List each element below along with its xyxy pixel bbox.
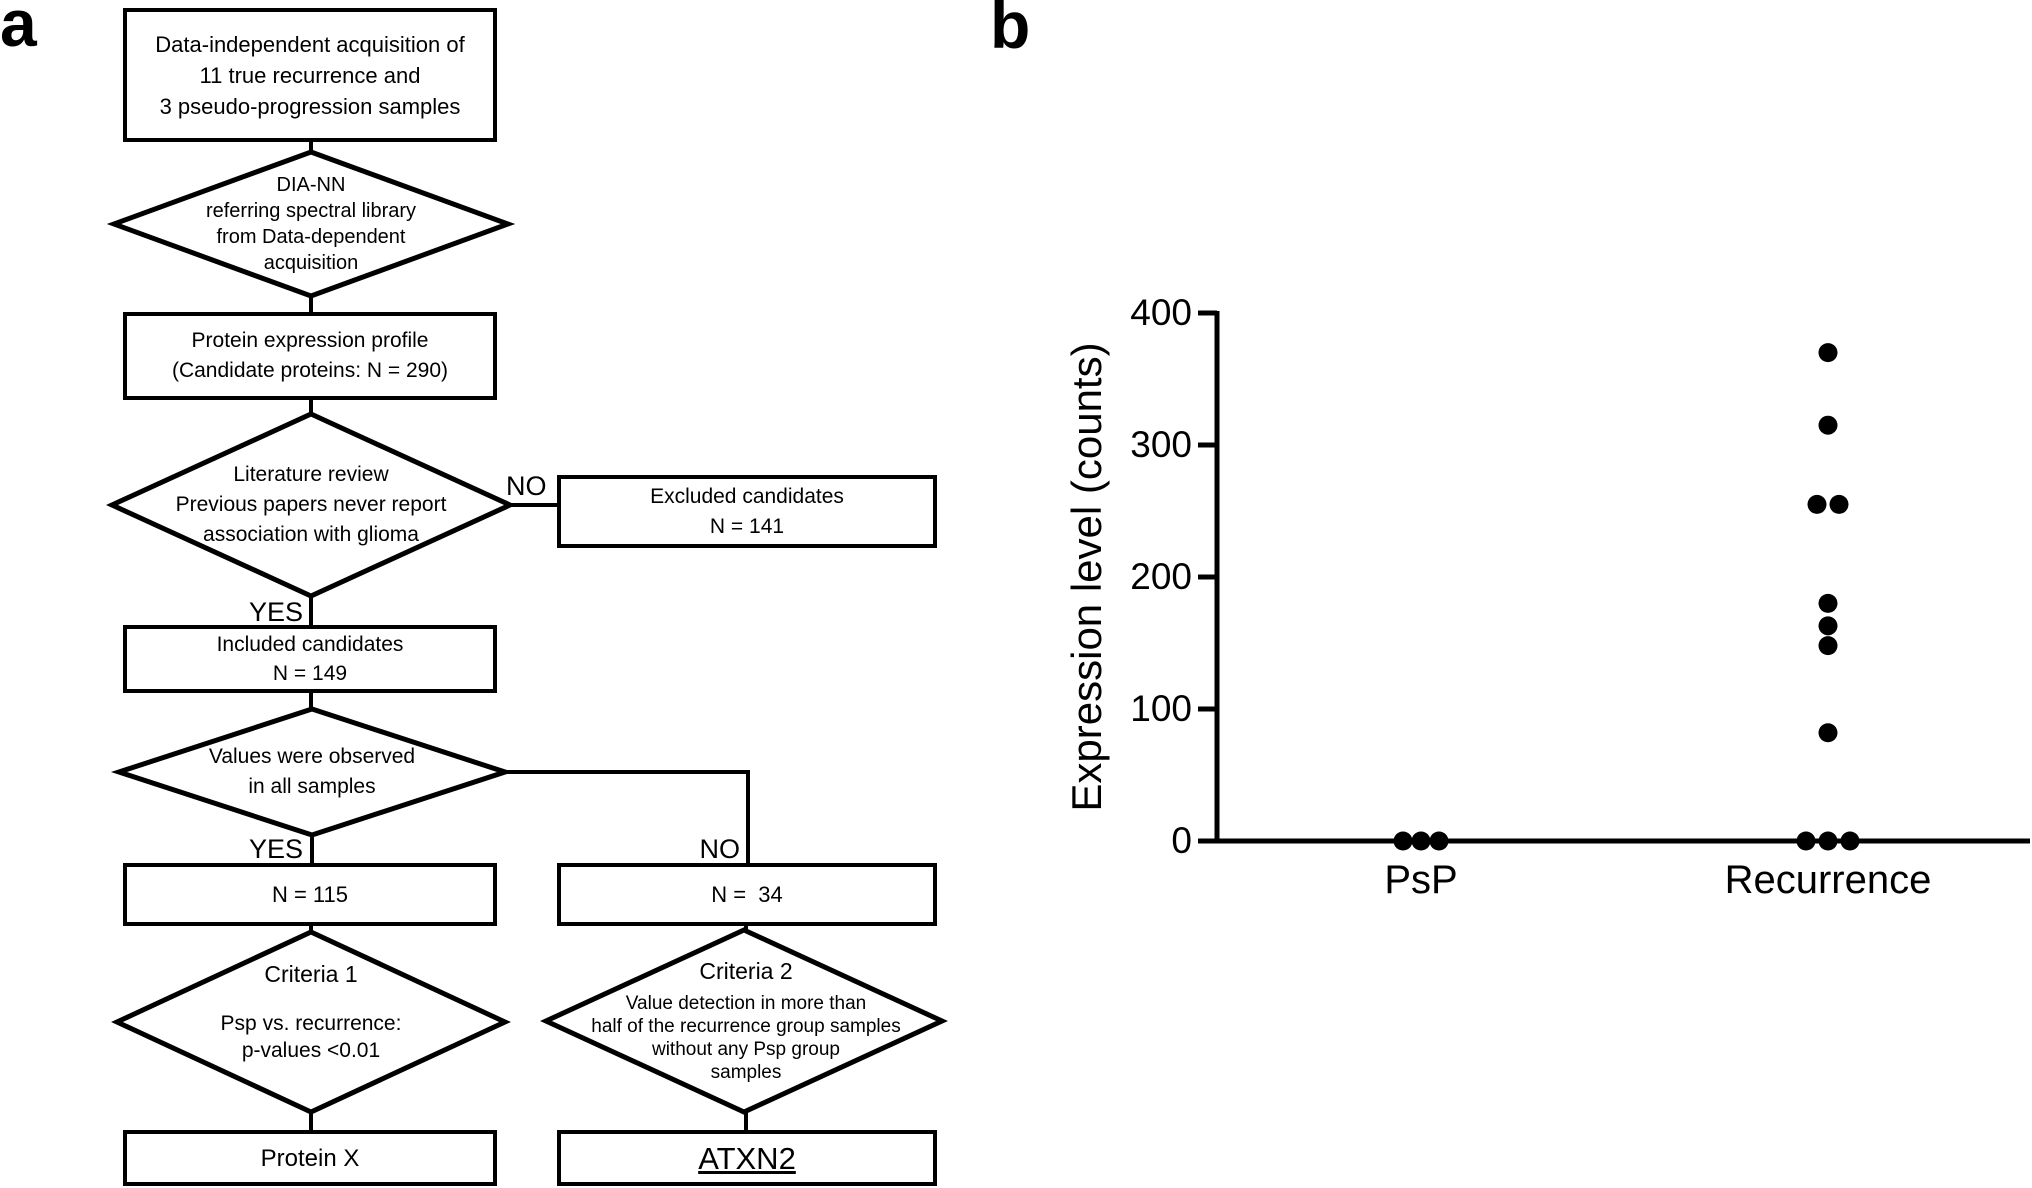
- data-point: [1818, 636, 1838, 656]
- flow-box-included: Included candidates N = 149: [123, 625, 497, 693]
- branch-yes-literature: YES: [248, 597, 303, 627]
- data-point: [1429, 831, 1449, 851]
- flow-box-protein-x-label: Protein X: [260, 1144, 360, 1172]
- flow-box-n34: N = 34: [557, 863, 937, 926]
- branch-yes-values: YES: [248, 834, 303, 864]
- flow-box-n34-label: N = 34: [711, 882, 783, 907]
- x-category-label: Recurrence: [1724, 858, 1932, 902]
- x-category-label: PsP: [1384, 858, 1458, 902]
- data-point: [1411, 831, 1431, 851]
- y-tick-label: 0: [1171, 820, 1192, 861]
- data-point: [1818, 415, 1838, 435]
- flow-box-excluded-line: N = 141: [709, 514, 785, 538]
- diamond-diann: [106, 149, 516, 299]
- flow-box-protein-x: Protein X: [123, 1130, 497, 1186]
- data-point: [1818, 343, 1838, 363]
- connector-no-values: [503, 770, 750, 865]
- data-point: [1818, 593, 1838, 613]
- branch-no-literature: NO: [506, 471, 547, 501]
- data-point: [1807, 494, 1827, 514]
- chart-axes: [1214, 311, 2030, 844]
- flow-box-excluded-line: Excluded candidates: [650, 484, 844, 508]
- y-tick-label: 200: [1130, 556, 1192, 597]
- data-point: [1840, 831, 1860, 851]
- flow-box-acquisition-line: 11 true recurrence and: [199, 62, 421, 88]
- flow-box-acquisition-line: Data-independent acquisition of: [155, 31, 465, 57]
- diamond-literature: [105, 411, 517, 599]
- flow-box-acquisition: Data-independent acquisition of 11 true …: [123, 8, 497, 142]
- flow-box-profile: Protein expression profile (Candidate pr…: [123, 312, 497, 400]
- flowchart-diamonds: [105, 149, 948, 1115]
- flow-box-n115-label: N = 115: [271, 882, 349, 907]
- diamond-criteria-1: [111, 929, 511, 1115]
- flow-box-excluded: Excluded candidates N = 141: [557, 475, 937, 548]
- flow-box-profile-line: (Candidate proteins: N = 290): [171, 359, 449, 382]
- flow-box-profile-line: Protein expression profile: [191, 329, 429, 352]
- flow-box-n115: N = 115: [123, 863, 497, 926]
- branch-no-values: NO: [699, 834, 741, 864]
- data-point: [1818, 616, 1838, 636]
- flow-box-acquisition-line: 3 pseudo-progression samples: [159, 93, 461, 119]
- flow-box-atxn2-label: ATXN2: [698, 1140, 796, 1176]
- data-point: [1818, 831, 1838, 851]
- panel-a-label: a: [0, 0, 37, 60]
- y-tick-label: 300: [1130, 424, 1192, 465]
- panel-b-label: b: [990, 0, 1031, 62]
- data-point: [1393, 831, 1413, 851]
- y-tick-label: 400: [1130, 292, 1192, 333]
- y-tick-label: 100: [1130, 688, 1192, 729]
- flow-box-atxn2: ATXN2: [557, 1130, 937, 1186]
- flow-box-included-line: Included candidates: [216, 633, 404, 656]
- chart-marks: [1198, 310, 1860, 851]
- diamond-values-observed: [110, 706, 514, 838]
- diamond-criteria-2: [540, 927, 948, 1115]
- data-point: [1829, 494, 1849, 514]
- data-point: [1818, 723, 1838, 743]
- flow-box-included-line: N = 149: [272, 662, 348, 685]
- data-point: [1796, 831, 1816, 851]
